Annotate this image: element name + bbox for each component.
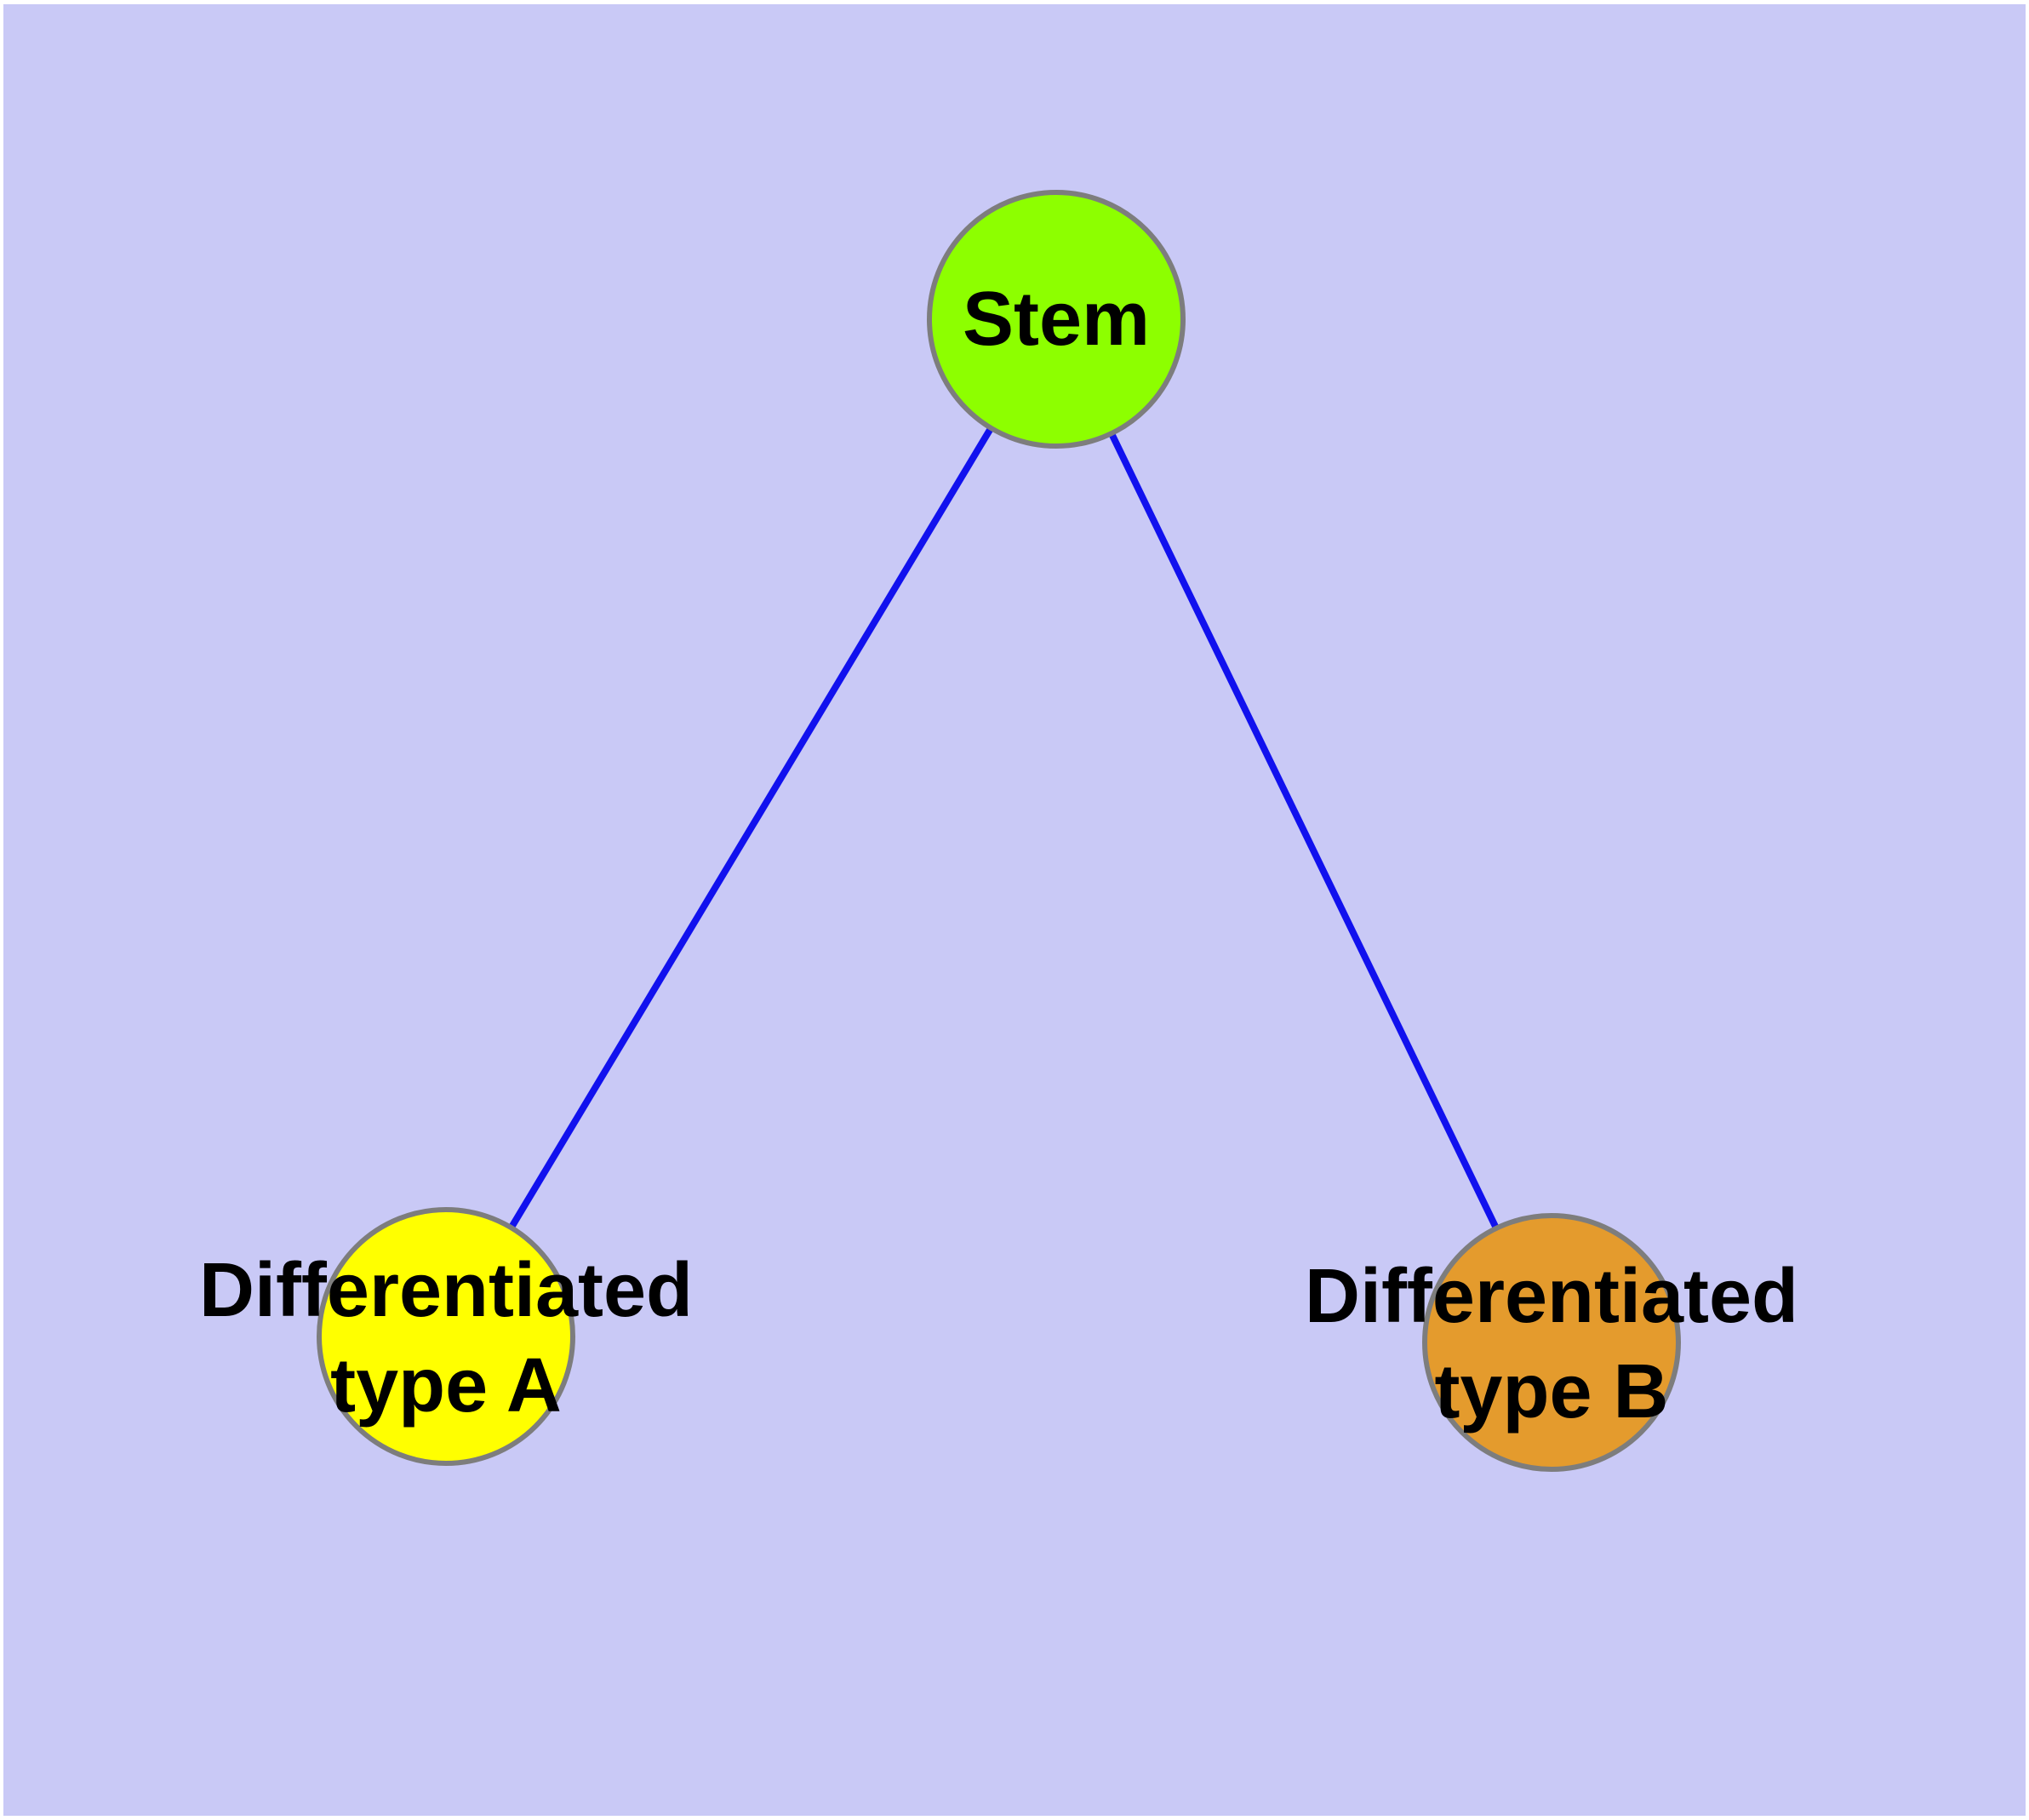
edge-stem-to-type-b [1053, 318, 1555, 1344]
edge-stem-to-type-a [443, 317, 1060, 1339]
node-differentiated-type-a [317, 1207, 575, 1466]
edges-layer [443, 317, 1555, 1344]
node-stem-label: Stem [962, 277, 1151, 362]
node-differentiated-type-b [1422, 1213, 1681, 1472]
diagram-canvas: Stem Differentiated type A Differentiate… [3, 4, 2026, 1816]
node-stem: Stem [927, 190, 1186, 449]
